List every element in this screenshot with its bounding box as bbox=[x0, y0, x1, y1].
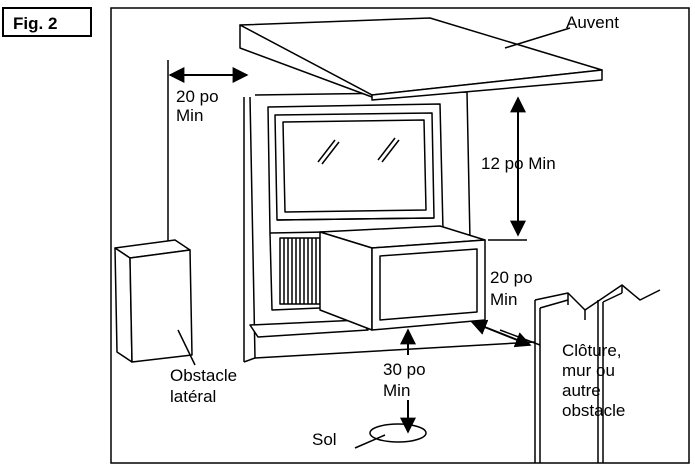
side-clearance-label-2: Min bbox=[176, 106, 203, 125]
fence bbox=[534, 284, 661, 463]
ground-leader bbox=[354, 434, 386, 449]
awning-label: Auvent bbox=[566, 13, 619, 32]
fence-label-1: Clôture, bbox=[562, 341, 622, 360]
bottom-clearance-label-1: 30 po bbox=[383, 360, 426, 379]
fence-label-3: autre bbox=[562, 381, 601, 400]
side-obstacle-box bbox=[114, 239, 193, 363]
front-clearance-arrow bbox=[470, 319, 532, 348]
fence-label-2: mur ou bbox=[562, 361, 615, 380]
figure-label-text: Fig. 2 bbox=[13, 14, 57, 33]
accordion-panel bbox=[279, 237, 321, 305]
ground-label: Sol bbox=[312, 430, 337, 449]
bottom-clearance-label-2: Min bbox=[383, 381, 410, 400]
obstacle-leader bbox=[177, 329, 196, 366]
wall bbox=[243, 91, 536, 363]
figure-label: Fig. 2 bbox=[2, 7, 92, 37]
awning-leader bbox=[504, 27, 571, 49]
side-clearance-label-1: 20 po bbox=[176, 87, 219, 106]
front-clearance-label-1: 20 po bbox=[490, 268, 533, 287]
front-clearance-label-2: Min bbox=[490, 290, 517, 309]
fence-label-4: obstacle bbox=[562, 401, 625, 420]
ground-marker bbox=[369, 423, 427, 443]
figure-frame bbox=[110, 7, 690, 464]
side-obstacle-label-1: Obstacle bbox=[170, 366, 237, 385]
side-obstacle-label-2: latéral bbox=[170, 387, 216, 406]
top-clearance-label: 12 po Min bbox=[481, 154, 556, 173]
air-conditioner bbox=[319, 225, 486, 331]
window-sill bbox=[249, 319, 369, 338]
awning bbox=[239, 17, 603, 101]
